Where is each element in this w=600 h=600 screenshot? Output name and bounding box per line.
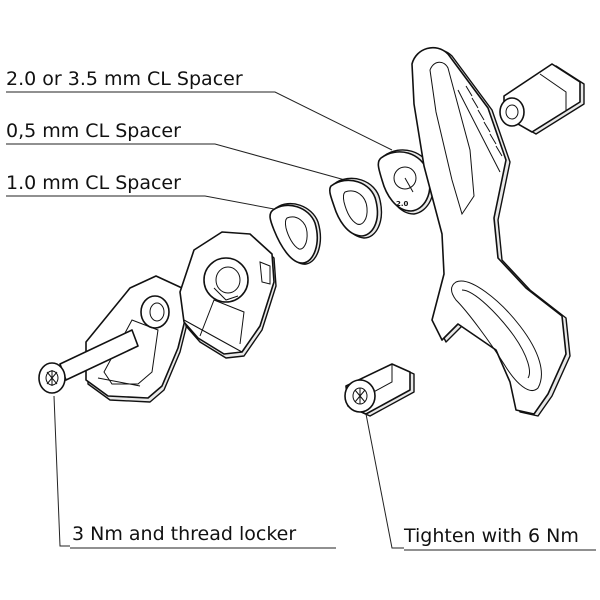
guide-plate: [411, 46, 571, 417]
label-torque-left: 3 Nm and thread locker: [72, 523, 296, 545]
spacer-2-0-mm: 2.0: [377, 149, 435, 215]
bolt-left: [38, 329, 139, 394]
spacer-marking: 2.0: [396, 200, 409, 208]
leader-spacer-1-0: [6, 195, 291, 213]
label-spacer-2-0-or-3-5: 2.0 or 3.5 mm CL Spacer: [6, 68, 243, 90]
label-torque-right: Tighten with 6 Nm: [403, 525, 579, 547]
spacer-1-0-mm: [269, 203, 322, 265]
label-spacer-0-5: 0,5 mm CL Spacer: [6, 120, 181, 142]
leader-spacer-2-0: [6, 91, 393, 151]
label-spacer-1-0: 1.0 mm CL Spacer: [6, 172, 181, 194]
leader-spacer-0-5: [6, 143, 346, 181]
sleeve-nut: [499, 63, 585, 135]
leader-torque-left: [53, 395, 70, 547]
leader-torque-right: [365, 413, 404, 549]
spacer-0-5-mm: [328, 177, 382, 239]
mount-body: [85, 231, 277, 403]
bolt-right: [344, 363, 415, 417]
